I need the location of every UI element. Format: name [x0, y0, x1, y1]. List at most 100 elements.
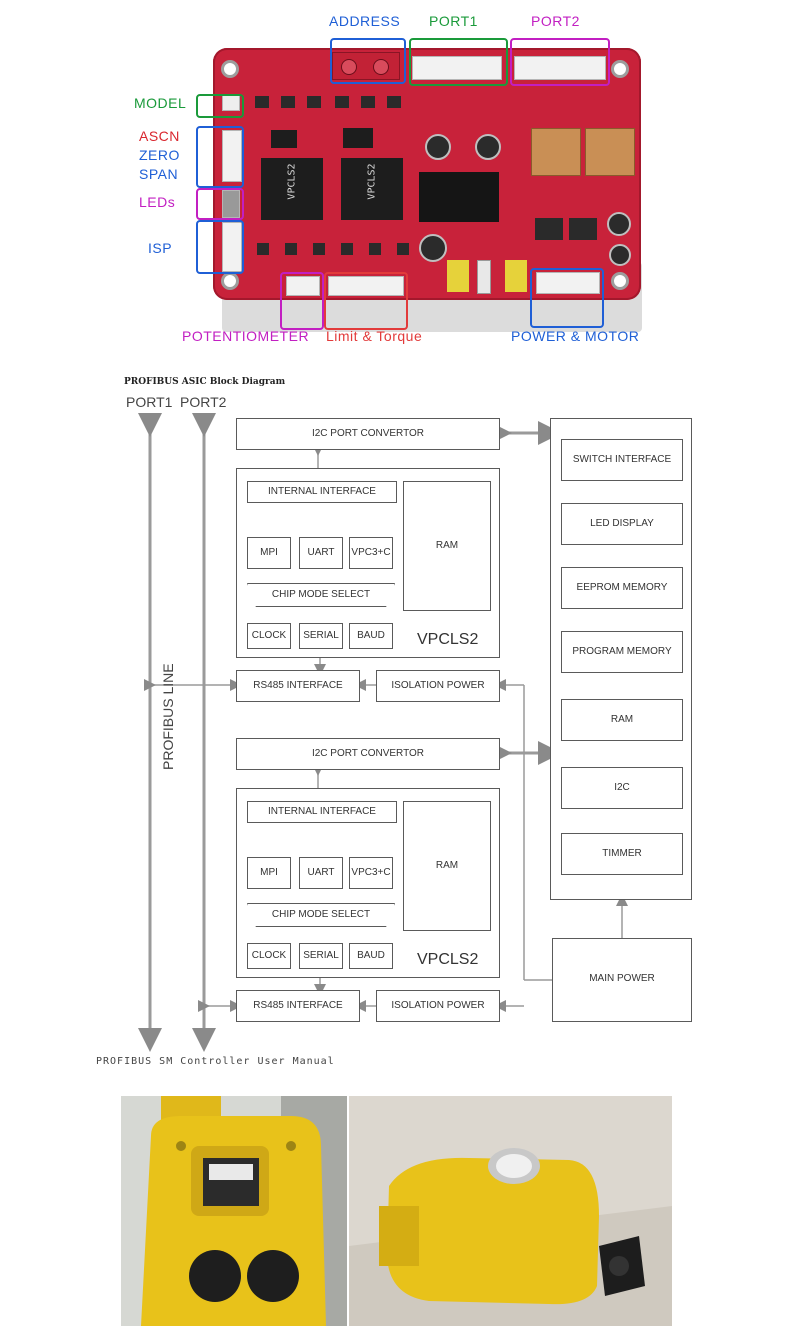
inductor: [447, 260, 469, 292]
controller-ram-label: RAM: [610, 714, 634, 725]
mounting-hole: [221, 60, 239, 78]
ram-block: RAM: [403, 481, 491, 611]
isolation-power-bottom: ISOLATION POWER: [376, 990, 500, 1022]
isolation-power-label: ISOLATION POWER: [391, 1000, 485, 1011]
diagram-footer: PROFIBUS SM Controller User Manual: [96, 1056, 335, 1067]
model-label: MODEL: [134, 95, 187, 111]
ascn-zero-span-highlight: [196, 126, 244, 188]
main-power-label: MAIN POWER: [589, 973, 655, 984]
baud-block: BAUD: [349, 623, 393, 649]
baud-label: BAUD: [357, 630, 385, 641]
power-motor-connector: [536, 272, 600, 294]
uart-block: UART: [299, 537, 343, 569]
module-d118: [477, 260, 491, 294]
small-ic: [271, 130, 297, 148]
vpc3-block: VPC3+C: [349, 537, 393, 569]
port2-highlight: [510, 38, 610, 86]
port2-heading: PORT2: [180, 394, 227, 410]
smd-part: [335, 96, 349, 108]
limit-torque-label: Limit & Torque: [326, 328, 423, 344]
leds-highlight: [196, 188, 244, 220]
isolation-power-top: ISOLATION POWER: [376, 670, 500, 702]
capacitor: [609, 244, 631, 266]
potentiometer-connector: [286, 276, 320, 296]
timer-label: TIMMER: [602, 848, 642, 859]
small-ic: [343, 128, 373, 148]
port1-label: PORT1: [429, 13, 478, 29]
chip-mode-select-label: CHIP MODE SELECT: [271, 589, 371, 600]
switch-interface-label: SWITCH INTERFACE: [572, 454, 672, 465]
actuator-side-illustration: [349, 1096, 672, 1326]
triac: [535, 218, 563, 240]
i2c-label: I2C: [614, 782, 630, 793]
vpc3-label: VPC3+C: [351, 867, 391, 878]
smd-part: [361, 96, 375, 108]
ram-block: RAM: [403, 801, 491, 931]
vpcls2-unit-top: INTERNAL INTERFACE RAM MPI UART VPC3+C C…: [236, 468, 500, 658]
smd-part: [281, 96, 295, 108]
power-motor-highlight: [530, 268, 604, 328]
vpcls2-chip-1: VPCLS2: [261, 158, 323, 220]
rs485-interface-bottom: RS485 INTERFACE: [236, 990, 360, 1022]
clock-block: CLOCK: [247, 623, 291, 649]
vpcls2-unit-bottom: INTERNAL INTERFACE RAM MPI UART VPC3+C C…: [236, 788, 500, 978]
baud-block: BAUD: [349, 943, 393, 969]
clock-label: CLOCK: [251, 950, 287, 961]
zero-label: ZERO: [139, 147, 180, 163]
heatsink: [419, 172, 499, 222]
rs485-label: RS485 INTERFACE: [253, 680, 343, 691]
internal-interface-label: INTERNAL INTERFACE: [268, 806, 376, 817]
pcb-board: VPCLS2 VPCLS2: [213, 48, 641, 300]
actuator-front-illustration: [121, 1096, 347, 1326]
capacitor: [425, 134, 451, 160]
address-label: ADDRESS: [329, 13, 401, 29]
led-display-label: LED DISPLAY: [590, 518, 654, 529]
mounting-hole: [221, 272, 239, 290]
switch-interface-block: SWITCH INTERFACE: [561, 439, 683, 481]
main-power-block: MAIN POWER: [552, 938, 692, 1022]
eeprom-label: EEPROM MEMORY: [576, 582, 668, 593]
internal-interface: INTERNAL INTERFACE: [247, 801, 397, 823]
actuator-photo-left: [121, 1096, 347, 1326]
diagram-title: PROFIBUS ASIC Block Diagram: [124, 377, 286, 387]
led-array: [222, 190, 240, 218]
controller-ram-block: RAM: [561, 699, 683, 741]
smd-part: [397, 243, 409, 255]
limit-torque-connector: [328, 276, 404, 296]
isp-highlight: [196, 220, 244, 274]
port1-heading: PORT1: [126, 394, 173, 410]
port2-connector: [514, 56, 606, 80]
chip-marking: VPCLS2: [366, 163, 378, 200]
relay: [531, 128, 581, 176]
mounting-hole: [611, 60, 629, 78]
controller-block: SWITCH INTERFACE LED DISPLAY EEPROM MEMO…: [550, 418, 692, 900]
i2c-block: I2C: [561, 767, 683, 809]
chip-mode-select: CHIP MODE SELECT: [247, 903, 395, 927]
pcb-photo-section: VPCLS2 VPCLS2: [0, 0, 795, 350]
i2c-convertor-label: I2C PORT CONVERTOR: [311, 748, 425, 759]
actuator-photo-right: [349, 1096, 672, 1326]
smd-part: [369, 243, 381, 255]
address-switches: [332, 52, 400, 80]
smd-part: [387, 96, 401, 108]
i2c-convertor-label: I2C PORT CONVERTOR: [311, 428, 425, 439]
limit-torque-highlight: [324, 272, 408, 330]
vpcls2-label: VPCLS2: [417, 631, 479, 648]
internal-interface: INTERNAL INTERFACE: [247, 481, 397, 503]
isolation-power-label: ISOLATION POWER: [391, 680, 485, 691]
program-memory-label: PROGRAM MEMORY: [572, 646, 672, 657]
relay: [585, 128, 635, 176]
mpi-label: MPI: [260, 867, 278, 878]
clock-block: CLOCK: [247, 943, 291, 969]
mpi-label: MPI: [260, 547, 278, 558]
rs485-interface-top: RS485 INTERFACE: [236, 670, 360, 702]
smd-part: [313, 243, 325, 255]
i2c-port-convertor-top: I2C PORT CONVERTOR: [236, 418, 500, 450]
clock-label: CLOCK: [251, 630, 287, 641]
serial-block: SERIAL: [299, 943, 343, 969]
ascn-label: ASCN: [139, 128, 180, 144]
inductor: [505, 260, 527, 292]
smd-part: [285, 243, 297, 255]
power-motor-label: POWER & MOTOR: [511, 328, 640, 344]
i2c-port-convertor-bottom: I2C PORT CONVERTOR: [236, 738, 500, 770]
